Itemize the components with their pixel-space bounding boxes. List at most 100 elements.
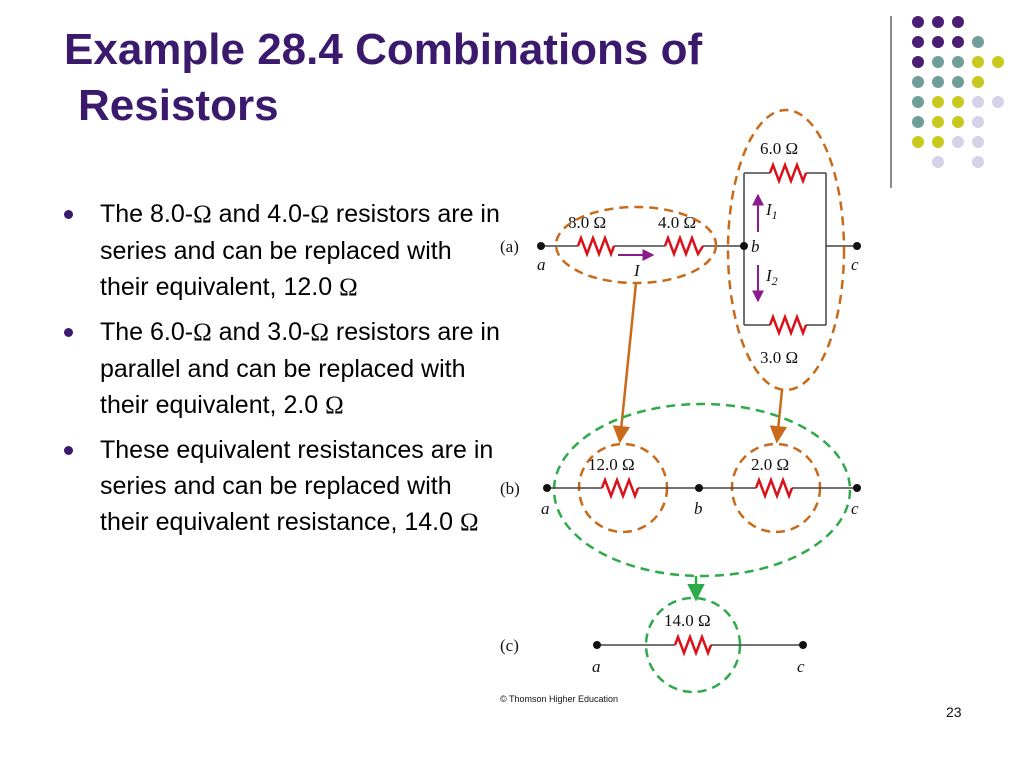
deco-dot <box>952 76 964 88</box>
deco-dot <box>912 96 924 108</box>
circuit-diagram: (a) 8.0 Ω 4.0 Ω 6.0 Ω 3.0 Ω a b c I I1 I… <box>500 108 861 694</box>
current-subscript: 2 <box>772 274 778 288</box>
deco-dot <box>972 36 984 48</box>
deco-dot <box>932 136 944 148</box>
deco-dot <box>992 96 1004 108</box>
deco-dot <box>932 156 944 168</box>
deco-dot <box>932 16 944 28</box>
title-line-2: Resistors <box>78 81 279 130</box>
bullet-text: resistors are in parallel and can be rep… <box>100 318 500 419</box>
label-node-a: a <box>541 499 550 518</box>
deco-dot <box>972 96 984 108</box>
node-b <box>740 242 748 250</box>
deco-dot <box>912 116 924 128</box>
deco-dot <box>912 56 924 68</box>
bullet-item-parallel: The 6.0-Ω and 3.0-Ω resistors are in par… <box>62 314 502 424</box>
omega-symbol: Ω <box>193 201 212 228</box>
deco-dot <box>972 136 984 148</box>
deco-dot <box>932 96 944 108</box>
omega-symbol: Ω <box>339 274 358 301</box>
bullet-text: The 6.0- <box>100 318 194 346</box>
deco-dot <box>972 156 984 168</box>
label-node-a: a <box>537 255 546 274</box>
deco-dot <box>972 76 984 88</box>
label-12-ohm: 12.0 Ω <box>588 455 635 474</box>
part-b-label: (b) <box>500 479 520 498</box>
label-node-a: a <box>592 657 601 676</box>
label-4-ohm: 4.0 Ω <box>658 213 696 232</box>
current-symbol: I <box>765 266 773 285</box>
omega-symbol: Ω <box>310 201 329 228</box>
deco-dot <box>952 36 964 48</box>
deco-dot <box>972 116 984 128</box>
label-node-c: c <box>851 255 859 274</box>
bullet-item-equivalent: These equivalent resistances are in seri… <box>62 432 502 541</box>
title-line-1: Example 28.4 Combinations of <box>64 25 703 74</box>
bullet-list: The 8.0-Ω and 4.0-Ω resistors are in ser… <box>62 196 502 549</box>
current-subscript: 1 <box>772 208 778 222</box>
deco-dot <box>932 76 944 88</box>
title-divider <box>890 16 892 188</box>
resistor-14-ohm <box>673 633 713 657</box>
label-3-ohm: 3.0 Ω <box>760 348 798 367</box>
combined-group-ellipse <box>552 402 852 578</box>
label-current-i: I <box>633 261 641 280</box>
label-node-c: c <box>851 499 859 518</box>
bullet-item-series: The 8.0-Ω and 4.0-Ω resistors are in ser… <box>62 196 502 306</box>
node-b <box>695 484 703 492</box>
parallel-group-ellipse <box>726 108 846 392</box>
omega-symbol: Ω <box>310 319 329 346</box>
slide-number: 23 <box>946 704 962 720</box>
deco-dot <box>972 56 984 68</box>
label-14-ohm: 14.0 Ω <box>664 611 711 630</box>
node-c <box>853 242 861 250</box>
label-node-b: b <box>751 237 760 256</box>
bullet-text: and 4.0- <box>211 200 311 228</box>
label-node-c: c <box>797 657 805 676</box>
label-8-ohm: 8.0 Ω <box>568 213 606 232</box>
deco-dot <box>932 36 944 48</box>
omega-symbol: Ω <box>325 392 344 419</box>
label-2-ohm: 2.0 Ω <box>751 455 789 474</box>
label-6-ohm: 6.0 Ω <box>760 139 798 158</box>
slide-title: Example 28.4 Combinations of Resistors <box>64 22 884 134</box>
bullet-text: The 8.0- <box>100 200 194 228</box>
part-c-label: (c) <box>500 636 519 655</box>
deco-dot <box>952 136 964 148</box>
resistor-2-ohm <box>754 476 794 500</box>
deco-dot <box>932 116 944 128</box>
resistor-8-ohm <box>576 234 616 258</box>
resistor-6-ohm <box>768 161 808 185</box>
deco-dot <box>952 56 964 68</box>
label-current-i1: I1 <box>765 200 778 222</box>
deco-dot <box>932 56 944 68</box>
deco-dot <box>912 76 924 88</box>
bullet-text: resistors are in series and can be repla… <box>100 200 500 301</box>
node-a <box>537 242 545 250</box>
node-c <box>853 484 861 492</box>
omega-symbol: Ω <box>193 319 212 346</box>
omega-symbol: Ω <box>459 509 479 536</box>
part-a-label: (a) <box>500 237 519 256</box>
deco-dot <box>912 136 924 148</box>
deco-dot <box>952 96 964 108</box>
label-node-b: b <box>694 499 703 518</box>
node-a <box>593 641 601 649</box>
bullet-text: and 3.0- <box>211 318 311 346</box>
resistor-3-ohm <box>768 313 808 337</box>
deco-dot <box>992 56 1004 68</box>
resistor-4-ohm <box>663 234 705 258</box>
parallel-reduction-arrow <box>769 389 788 444</box>
decorative-dot-grid <box>912 16 1004 168</box>
bullet-text: These equivalent resistances are in seri… <box>100 436 494 536</box>
node-c <box>799 641 807 649</box>
resistor-12-ohm <box>600 476 640 500</box>
series-reduction-arrow <box>612 282 638 444</box>
deco-dot <box>912 16 924 28</box>
label-current-i2: I2 <box>765 266 778 288</box>
deco-dot <box>952 16 964 28</box>
node-a <box>543 484 551 492</box>
deco-dot <box>952 116 964 128</box>
deco-dot <box>912 36 924 48</box>
current-symbol: I <box>765 200 773 219</box>
